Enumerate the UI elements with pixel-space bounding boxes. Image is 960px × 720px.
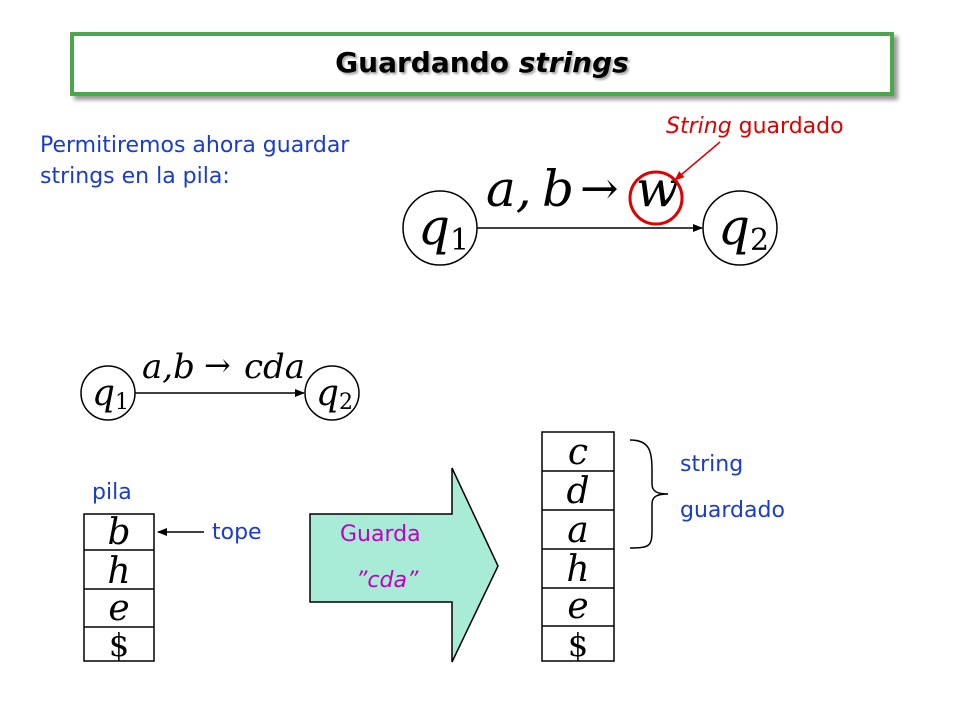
stack-after-cell: $ bbox=[568, 626, 588, 664]
state-q2-large bbox=[702, 190, 778, 266]
top-label: tope bbox=[212, 520, 262, 545]
push-label-line1: Guarda bbox=[340, 522, 421, 547]
transition-push-small: cda bbox=[244, 347, 305, 387]
stack-before: b h e $ bbox=[83, 512, 155, 664]
intro-text: Permitiremos ahora guardar strings en la… bbox=[40, 133, 350, 189]
stack-after-cell: h bbox=[566, 549, 589, 590]
stack-after-cell: c bbox=[568, 432, 588, 473]
highlight-circle bbox=[628, 170, 684, 226]
stack-after-cell: a bbox=[567, 510, 588, 551]
stack-before-cell: $ bbox=[109, 626, 129, 664]
transition-arrow-glyph-small: → bbox=[204, 346, 231, 384]
stack-before-cell: b bbox=[107, 512, 130, 553]
transition-push-large: w bbox=[636, 160, 679, 218]
push-block-arrow bbox=[309, 467, 499, 663]
stored-label-emphasis: String bbox=[666, 114, 732, 139]
slide-title: Guardando strings bbox=[74, 46, 890, 79]
title-main: Guardando bbox=[335, 46, 519, 79]
stack-after-cell: d bbox=[566, 471, 589, 512]
stack-after: c d a h e $ bbox=[541, 431, 615, 664]
brace-label-line1: string bbox=[680, 452, 744, 477]
transition-label-small: a,b bbox=[142, 347, 195, 387]
stack-after-cell: e bbox=[567, 586, 588, 627]
state-q2-large-label: q2 bbox=[718, 198, 769, 258]
transition-arrow-glyph-large: → bbox=[580, 161, 619, 215]
state-q1-large-label: q1 bbox=[418, 198, 469, 258]
transition-pop-large: b bbox=[542, 160, 574, 218]
title-emphasis: strings bbox=[518, 46, 629, 79]
stored-label-rest: guardado bbox=[731, 114, 844, 139]
stack-label: pila bbox=[92, 480, 132, 505]
stored-string-brace bbox=[629, 439, 669, 549]
stack-before-cell: h bbox=[107, 551, 130, 592]
brace-label-line2: guardado bbox=[680, 498, 785, 523]
state-q2-small-label: q2 bbox=[316, 373, 353, 415]
state-q1-small-label: q1 bbox=[92, 373, 129, 415]
push-label-line2: ”cda” bbox=[356, 568, 419, 593]
stored-string-label: String guardado bbox=[666, 114, 844, 139]
state-q2-small bbox=[304, 365, 360, 421]
title-box: Guardando strings bbox=[70, 32, 894, 96]
highlight-pointer bbox=[674, 141, 721, 181]
transition-input-large: a, bbox=[486, 160, 532, 218]
stack-before-cell: e bbox=[108, 588, 129, 629]
